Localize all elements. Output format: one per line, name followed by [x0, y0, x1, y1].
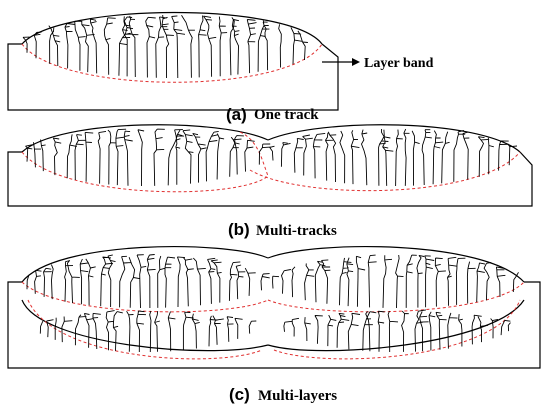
layer-band-c-lower-left: [27, 299, 263, 360]
layer-band-a: [21, 43, 323, 83]
columnar-grains-b: [25, 128, 518, 187]
substrate-c: [7, 281, 541, 369]
annotation-layer-band: Layer band: [364, 56, 434, 71]
layer-band-c-lower-right: [273, 299, 521, 360]
columnar-grains-c: [26, 254, 519, 353]
panel-b: (b) Multi-tracks: [7, 124, 533, 239]
caption-text-a: One track: [254, 107, 319, 123]
layer-band-c-upper-right: [267, 281, 525, 313]
layer-band-b-left: [21, 131, 269, 193]
track-outline-c-lower-left: [21, 299, 269, 352]
grain-boundaries: [26, 254, 270, 309]
grain-boundaries: [269, 128, 518, 187]
track-outline-c-left: [21, 245, 269, 283]
grain-boundaries: [25, 128, 271, 187]
caption-letter-a: (a): [226, 105, 247, 124]
annotation-arrow-head: [352, 58, 360, 66]
track-outline-b-left: [21, 124, 269, 153]
track-outline-b-right: [267, 124, 521, 153]
columnar-grains-a: [22, 14, 308, 79]
caption-text-c: Multi-layers: [258, 388, 337, 404]
grain-boundaries: [283, 309, 511, 353]
grain-boundaries: [272, 254, 519, 309]
substrate-b: [7, 151, 533, 207]
grain-boundaries: [39, 310, 257, 353]
panel-c: (c) Multi-layers: [7, 245, 541, 404]
grain-boundaries: [22, 14, 308, 79]
panel-a: Layer band (a) One track: [7, 11, 434, 124]
caption-letter-c: (c): [229, 385, 250, 404]
track-outline-a: [21, 11, 323, 45]
track-outline-c-lower-right: [267, 299, 525, 352]
layer-band-c-upper-left: [21, 281, 269, 313]
substrate-a: [7, 43, 339, 111]
caption-text-b: Multi-tracks: [256, 223, 337, 239]
caption-letter-b: (b): [228, 220, 250, 239]
layer-band-b-right: [249, 151, 521, 192]
